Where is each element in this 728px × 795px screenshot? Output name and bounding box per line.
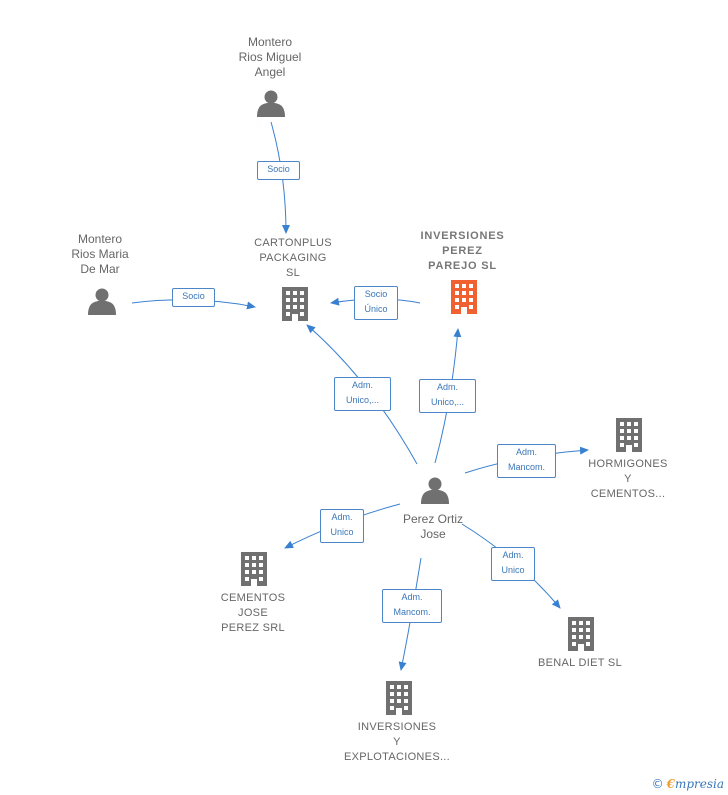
brand-name: mpresia bbox=[674, 777, 724, 791]
brand-initial: € bbox=[666, 777, 675, 791]
edge-label-maria-cartonplus: Socio bbox=[172, 288, 215, 307]
copyright-icon: © bbox=[651, 777, 664, 791]
node-label-montero-maria[interactable]: Montero Rios Maria De Mar bbox=[71, 232, 129, 276]
node-label-inversiones-explot[interactable]: INVERSIONES Y EXPLOTACIONES... bbox=[343, 721, 451, 763]
node-label-montero-miguel[interactable]: Montero Rios Miguel Angel bbox=[238, 35, 302, 79]
building-icon[interactable] bbox=[451, 280, 477, 314]
edge-label-perez-inversiones: Adm. Unico,... bbox=[419, 379, 476, 413]
building-icon[interactable] bbox=[241, 552, 267, 586]
node-label-inversiones-perez[interactable]: INVERSIONES PEREZ PAREJO SL bbox=[420, 230, 505, 272]
node-label-cementos-jose[interactable]: CEMENTOS JOSE PEREZ SRL bbox=[220, 592, 286, 634]
edge-label-miguel-cartonplus: Socio bbox=[257, 161, 300, 180]
edge-label-perez-explot: Adm. Mancom. bbox=[382, 589, 442, 623]
edge-label-perez-benal: Adm. Unico bbox=[491, 547, 535, 581]
building-icon[interactable] bbox=[616, 418, 642, 452]
node-label-cartonplus[interactable]: CARTONPLUS PACKAGING SL bbox=[254, 237, 332, 279]
node-label-benal[interactable]: BENAL DIET SL bbox=[538, 657, 622, 669]
building-icon[interactable] bbox=[568, 617, 594, 651]
edge-label-perez-hormigones: Adm. Mancom. bbox=[497, 444, 556, 478]
person-icon[interactable] bbox=[421, 477, 449, 505]
building-icon[interactable] bbox=[282, 287, 308, 321]
edge-label-perez-cementos: Adm. Unico bbox=[320, 509, 364, 543]
node-label-perez-ortiz[interactable]: Perez Ortiz Jose bbox=[402, 512, 463, 541]
brand-watermark: ©€mpresia bbox=[652, 777, 724, 791]
edge-label-inversiones-cartonplus: Socio Único bbox=[354, 286, 398, 320]
person-icon[interactable] bbox=[257, 90, 285, 118]
person-icon[interactable] bbox=[88, 288, 116, 316]
edge-label-perez-cartonplus: Adm. Unico,... bbox=[334, 377, 391, 411]
node-label-hormigones[interactable]: HORMIGONES Y CEMENTOS... bbox=[588, 458, 668, 500]
building-icon[interactable] bbox=[386, 681, 412, 715]
